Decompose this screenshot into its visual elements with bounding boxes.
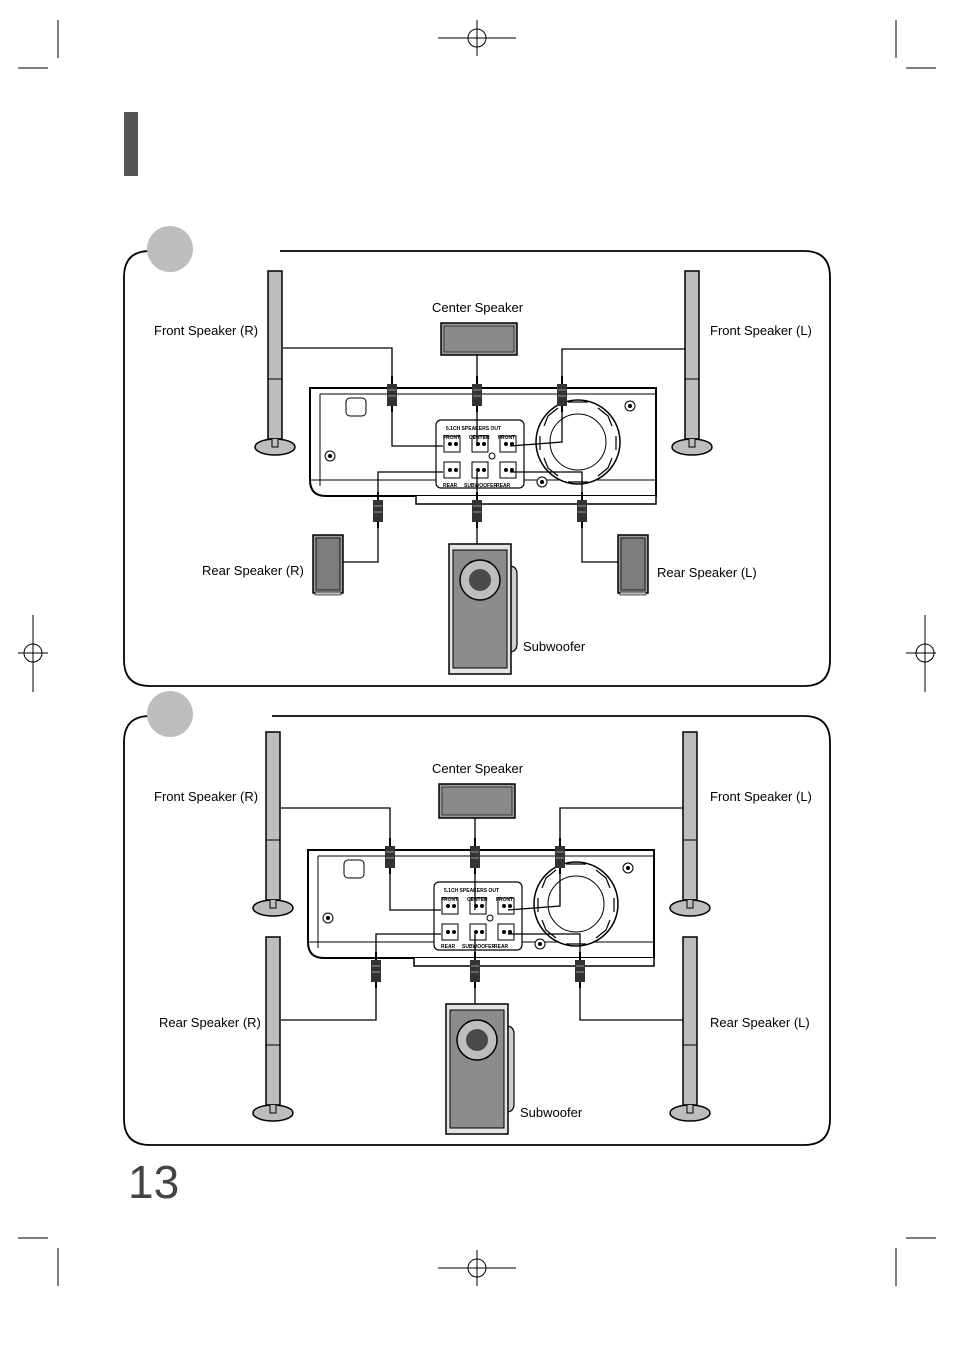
terminal-label-front-l: FRONT [498, 435, 515, 441]
center-speaker [440, 322, 518, 356]
label-rear-speaker-l: Rear Speaker (L) [657, 565, 757, 580]
terminal-label-center: CENTER [467, 897, 488, 903]
label-front-speaker-r: Front Speaker (R) [154, 323, 258, 338]
terminal-label-front-r: FRONT [443, 435, 460, 441]
label-subwoofer: Subwoofer [520, 1105, 583, 1120]
rear-left-speaker [669, 936, 711, 1122]
step-circle-1 [147, 226, 193, 272]
terminal-panel-title: 5.1CH SPEAKERS OUT [446, 426, 501, 432]
panel-1-frame [123, 226, 831, 687]
terminal-label-front-r: FRONT [441, 897, 458, 903]
label-rear-speaker-l: Rear Speaker (L) [710, 1015, 810, 1030]
label-front-speaker-r: Front Speaker (R) [154, 789, 258, 804]
terminal-label-rear-r: REAR [441, 944, 456, 950]
front-right-speaker [254, 270, 296, 456]
label-front-speaker-l: Front Speaker (L) [710, 789, 812, 804]
label-rear-speaker-r: Rear Speaker (R) [159, 1015, 261, 1030]
terminal-panel-title: 5.1CH SPEAKERS OUT [444, 888, 499, 894]
label-rear-speaker-r: Rear Speaker (R) [202, 563, 304, 578]
label-center-speaker: Center Speaker [432, 300, 524, 315]
subwoofer-speaker [445, 1003, 515, 1135]
rear-right-speaker [312, 534, 344, 596]
front-left-speaker [669, 731, 711, 917]
terminal-label-rear-r: REAR [443, 483, 458, 489]
label-subwoofer: Subwoofer [523, 639, 586, 654]
label-center-speaker: Center Speaker [432, 761, 524, 776]
center-speaker [438, 783, 516, 819]
terminal-label-rear-l: REAR [494, 944, 509, 950]
front-left-speaker [671, 270, 713, 456]
terminal-label-subwoofer: SUBWOOFER [462, 944, 495, 950]
terminal-label-center: CENTER [469, 435, 490, 441]
rear-left-speaker [617, 534, 649, 596]
terminal-label-front-l: FRONT [496, 897, 513, 903]
panel-2-frame [123, 691, 831, 1146]
subwoofer-speaker [448, 543, 518, 675]
front-right-speaker [252, 731, 294, 917]
panel-1-diagram: 5.1CH SPEAKERS OUT FRONT CENTER FRONT RE… [154, 270, 812, 675]
terminal-label-subwoofer: SUBWOOFER [464, 483, 497, 489]
label-front-speaker-l: Front Speaker (L) [710, 323, 812, 338]
page-number: 13 [128, 1156, 179, 1208]
section-header-bar [124, 112, 138, 176]
terminal-label-rear-l: REAR [496, 483, 511, 489]
registration-marks [18, 20, 936, 1286]
step-circle-2 [147, 691, 193, 737]
panel-2-diagram: 5.1CH SPEAKERS OUT FRONT CENTER FRONT RE… [154, 731, 812, 1135]
